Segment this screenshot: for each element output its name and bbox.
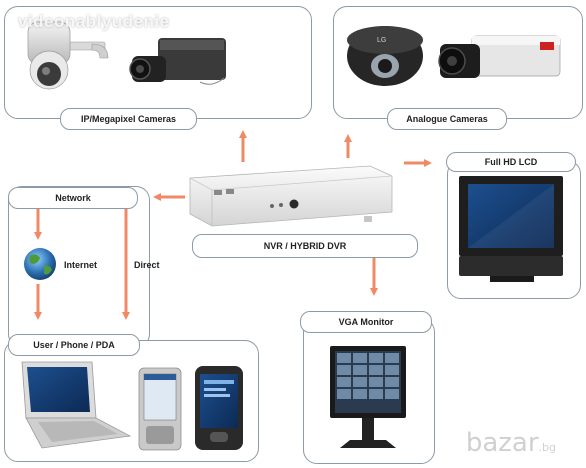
analogue-box-camera-icon: [438, 35, 561, 78]
ptz-dome-camera-icon: [27, 21, 109, 90]
internet-label: Internet: [64, 260, 98, 270]
analogue-dome-camera-icon: LG: [347, 26, 423, 86]
connection-arrows: [34, 130, 432, 320]
full-hd-lcd-label: Full HD LCD: [446, 152, 576, 172]
vga-monitor-icon: [330, 346, 406, 448]
pda-icon: [195, 366, 243, 450]
smartphone-icon: [138, 367, 182, 451]
bottom-watermark: bazar.bg: [466, 428, 556, 458]
vga-monitor-label: VGA Monitor: [300, 311, 432, 333]
top-watermark: videonablyudenie: [18, 12, 170, 31]
lcd-tv-icon: [459, 176, 563, 282]
laptop-icon: [21, 361, 132, 449]
ip-cameras-label: IP/Megapixel Cameras: [60, 108, 197, 130]
network-label: Network: [8, 187, 138, 209]
bottom-watermark-suffix: .bg: [538, 441, 556, 454]
analogue-cameras-label: Analogue Cameras: [387, 108, 507, 130]
ip-box-camera-icon: [129, 38, 226, 85]
user-devices-label: User / Phone / PDA: [8, 334, 140, 356]
bottom-watermark-name: bazar: [465, 428, 539, 458]
globe-icon: [24, 248, 56, 280]
svg-text:LG: LG: [377, 37, 386, 44]
nvr-device-icon: [189, 165, 393, 227]
direct-label: Direct: [134, 260, 160, 270]
nvr-label: NVR / HYBRID DVR: [192, 234, 418, 258]
